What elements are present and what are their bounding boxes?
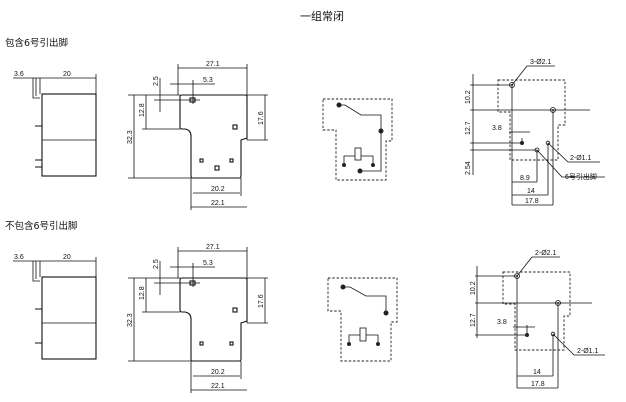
dim-2-54: 2.54 — [465, 161, 472, 175]
dim-12-7: 12.7 — [465, 121, 472, 135]
dim-2-5: 2.5 — [153, 259, 160, 269]
dim-20-2: 20.2 — [211, 186, 225, 193]
dim-3-8: 3.8 — [497, 319, 507, 326]
dim-22-1: 22.1 — [211, 383, 225, 390]
dim-20: 20 — [63, 71, 71, 78]
dim-12-8: 12.8 — [139, 286, 146, 300]
dim-8-9: 8.9 — [520, 175, 530, 182]
top-view: 27.1 5.3 2.5 12.8 32.3 17.6 20.2 22.1 — [127, 244, 268, 393]
dim-17-6: 17.6 — [258, 111, 265, 125]
dim-27-1: 27.1 — [206, 244, 220, 251]
dim-20: 20 — [63, 254, 71, 261]
dim-14: 14 — [527, 188, 535, 195]
drawing-title: 一组常闭 — [300, 9, 344, 23]
dim-32-3: 32.3 — [127, 130, 134, 144]
dim-3-6: 3.6 — [14, 254, 24, 261]
side-view: 3.6 20 — [13, 254, 97, 360]
dim-14: 14 — [533, 369, 541, 376]
dim-17-6: 17.6 — [258, 294, 265, 308]
dim-2-5: 2.5 — [153, 76, 160, 86]
section-without-pin6: 不包含6号引出脚 3.6 20 27.1 5.3 2.5 12.8 32 — [5, 220, 605, 393]
dim-5-3: 5.3 — [203, 77, 213, 84]
dim-17-8: 17.8 — [525, 198, 539, 205]
section-label: 不包含6号引出脚 — [5, 220, 78, 232]
pcb-hole-layout: 2-Ø2.1 2-Ø1.1 10.2 12.7 3.8 14 17.8 — [470, 250, 605, 389]
section-label: 包含6号引出脚 — [5, 37, 68, 49]
hole-callout-small: 2-Ø1.1 — [570, 155, 592, 162]
side-view: 3.6 20 — [13, 71, 97, 177]
pin6-callout: 6号引出脚 — [565, 172, 597, 181]
pcb-hole-layout: 3-Ø2.1 2-Ø1.1 6号引出脚 10.2 12.7 2.54 3.8 8… — [465, 59, 605, 206]
dim-12-7: 12.7 — [470, 313, 477, 327]
hole-callout-big: 3-Ø2.1 — [530, 59, 552, 66]
dim-10-2: 10.2 — [470, 281, 477, 295]
hole-callout-small: 2-Ø1.1 — [577, 348, 599, 355]
circuit-schematic — [322, 98, 393, 181]
dim-22-1: 22.1 — [211, 200, 225, 207]
top-view: 27.1 5.3 2.5 12.8 32.3 17.6 20.2 22.1 — [127, 61, 268, 210]
dim-17-8: 17.8 — [531, 381, 545, 388]
dim-32-3: 32.3 — [127, 313, 134, 327]
dim-12-8: 12.8 — [139, 103, 146, 117]
dim-10-2: 10.2 — [465, 90, 472, 104]
hole-callout-big: 2-Ø2.1 — [535, 250, 557, 257]
dim-27-1: 27.1 — [206, 61, 220, 68]
dim-3-8: 3.8 — [492, 125, 502, 132]
dim-3-6: 3.6 — [14, 71, 24, 78]
circuit-schematic — [327, 277, 398, 362]
section-with-pin6: 包含6号引出脚 3.6 20 27.1 5.3 2.5 12.8 — [5, 37, 605, 210]
dim-20-2: 20.2 — [211, 369, 225, 376]
dim-5-3: 5.3 — [203, 260, 213, 267]
